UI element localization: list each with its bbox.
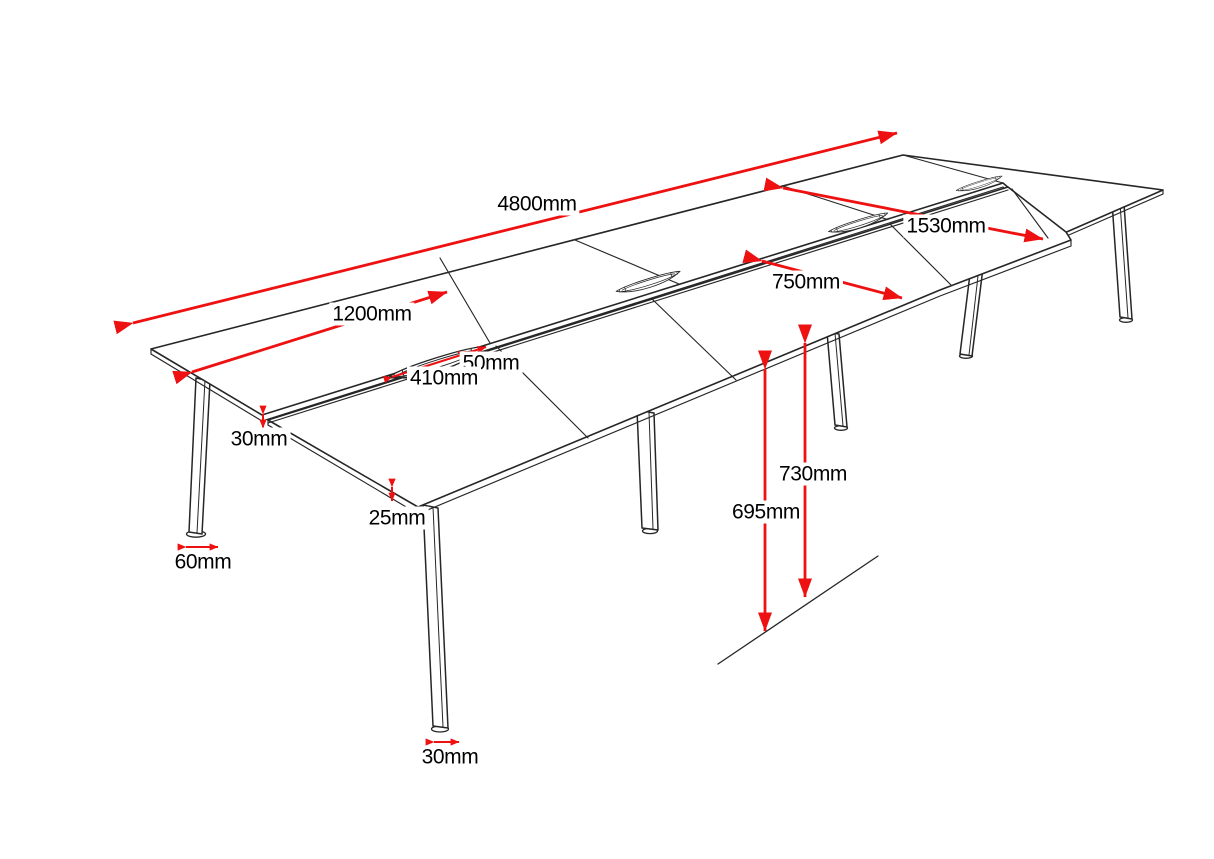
dimension-label-overall-length: 4800mm: [494, 192, 580, 216]
dimension-label-desktop-thickness: 25mm: [365, 506, 429, 530]
ground-reference-line: [717, 555, 879, 665]
dimension-label-overall-height: 730mm: [775, 462, 851, 486]
dimension-label-bench-total-depth: 1530mm: [903, 214, 989, 238]
dimension-label-underside-height: 695mm: [728, 500, 804, 524]
leg-far-right: [1111, 201, 1133, 320]
leg-near-middle: [636, 409, 659, 531]
arrow-bench-total-depth: [763, 177, 1044, 243]
dimension-label-desk-width: 1200mm: [329, 302, 415, 326]
dimension-label-desktop-depth: 750mm: [768, 270, 844, 294]
desk-legs: [185, 201, 1134, 733]
dimension-label-cable-port-width: 410mm: [406, 366, 482, 390]
dimension-label-center-gap: 30mm: [227, 427, 291, 451]
leg-far-left: [188, 377, 211, 535]
leg-far-middle: [826, 331, 848, 428]
leg-near-left: [422, 504, 449, 729]
dimension-label-foot-width: 60mm: [171, 550, 235, 574]
dimension-label-leg-width: 30mm: [418, 745, 482, 769]
